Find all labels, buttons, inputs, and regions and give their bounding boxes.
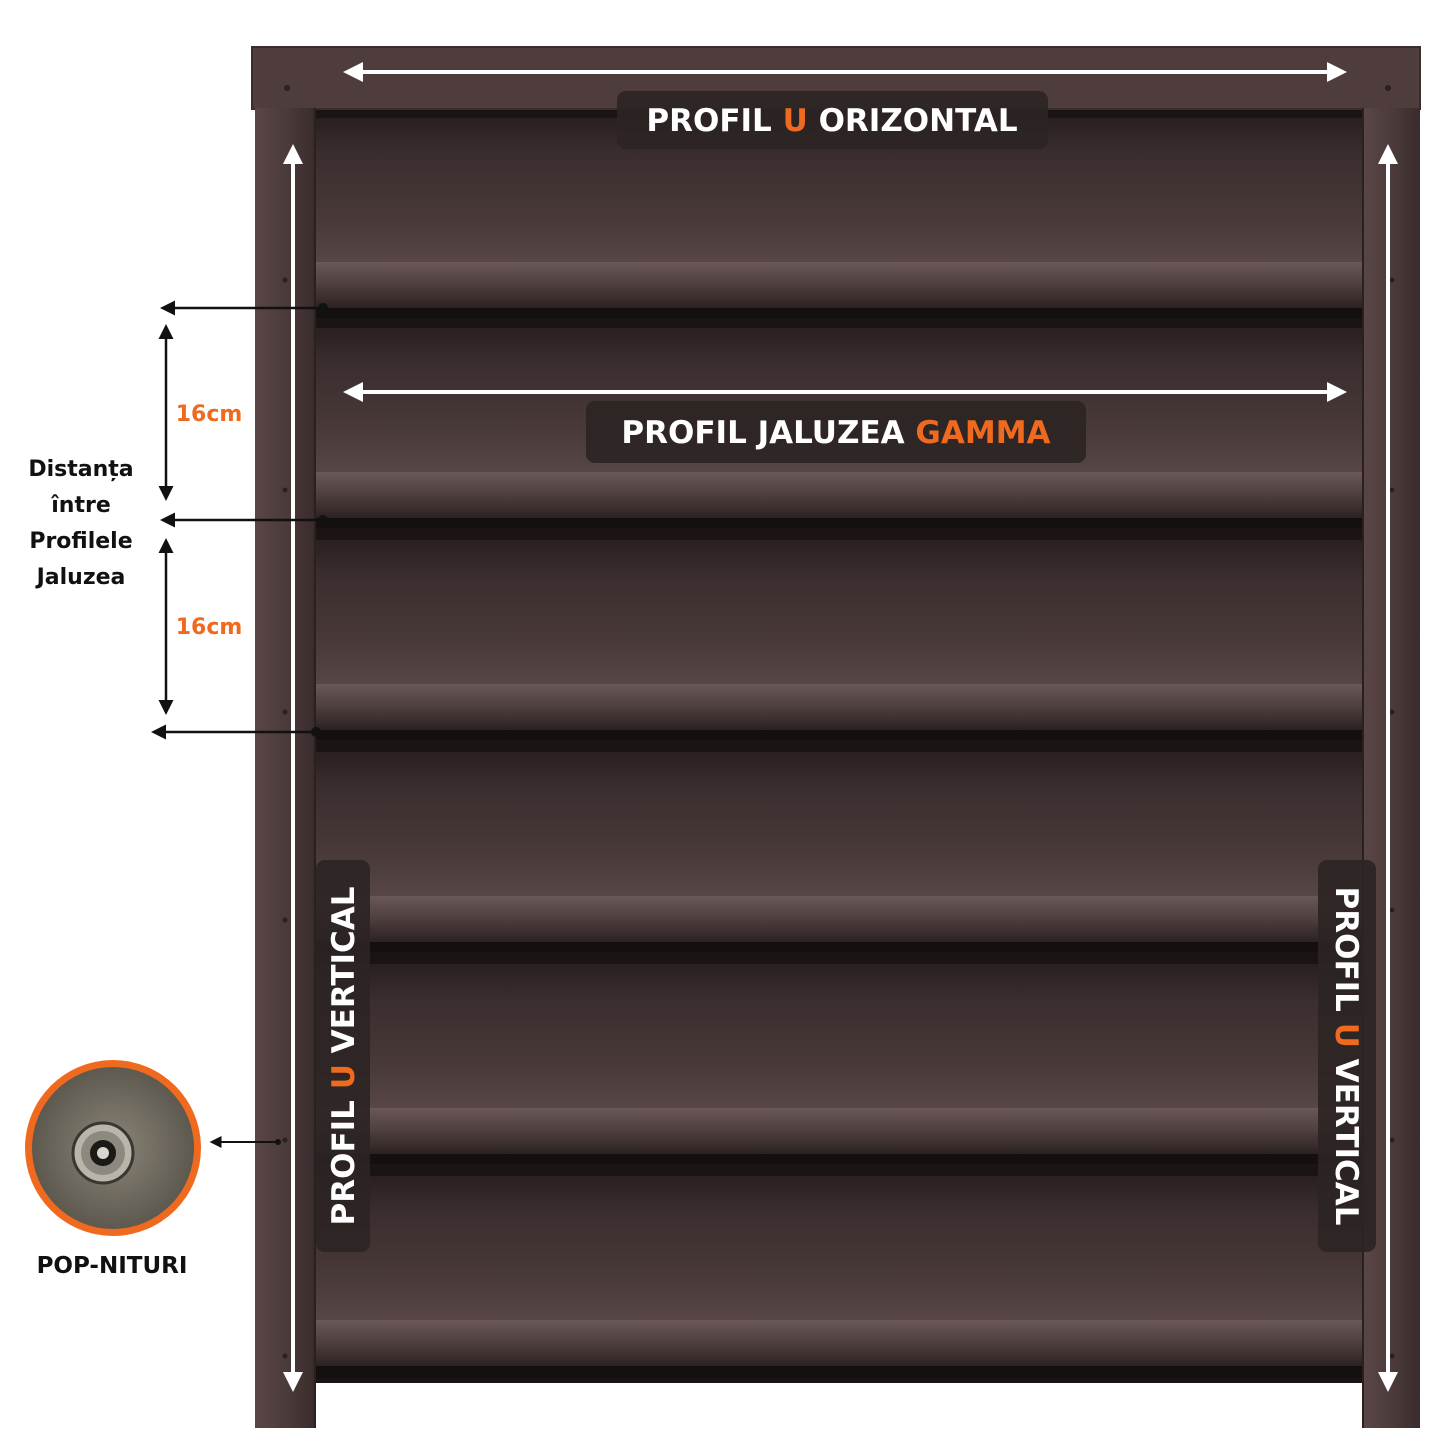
right-post-label-suffix: VERTICAL: [1328, 1048, 1364, 1226]
slat-label-prefix: PROFIL JALUZEA: [621, 415, 915, 451]
spacing-caption-line-1: Distanța: [28, 457, 133, 482]
left-post-label-accent: U: [326, 1064, 362, 1089]
slat-3: [315, 540, 1363, 740]
svg-text:PROFIL U ORIZONTAL: PROFIL U ORIZONTAL: [646, 103, 1017, 139]
rivet-caption: POP-NITURI: [37, 1253, 188, 1279]
spacing-caption: Distanța între Profilele Jaluzea: [28, 457, 133, 590]
rivet-detail: [25, 1060, 281, 1236]
left-post-label-suffix: VERTICAL: [326, 886, 362, 1064]
spacing-caption-line-2: între: [50, 493, 111, 518]
lower-spacing-value: 16cm: [176, 615, 243, 640]
left-post: [255, 108, 315, 1428]
spacing-caption-line-4: Jaluzea: [35, 565, 126, 590]
slat-label-accent: GAMMA: [915, 415, 1050, 451]
svg-text:PROFIL U VERTICAL: PROFIL U VERTICAL: [326, 886, 362, 1225]
svg-text:PROFIL U VERTICAL: PROFIL U VERTICAL: [1328, 886, 1364, 1225]
panel-back: [315, 108, 1363, 1383]
spacing-pointers: [151, 300, 328, 740]
top-rail-label: PROFIL U ORIZONTAL: [617, 91, 1048, 149]
right-post-label-accent: U: [1328, 1023, 1364, 1048]
slat-6: [315, 1176, 1363, 1378]
right-post-label: PROFIL U VERTICAL: [1318, 860, 1376, 1252]
right-post-label-prefix: PROFIL: [1328, 886, 1364, 1022]
upper-spacing-value: 16cm: [176, 402, 243, 427]
spacing-caption-line-3: Profilele: [29, 529, 132, 554]
top-rail-label-accent: U: [783, 103, 808, 139]
left-post-label-prefix: PROFIL: [326, 1089, 362, 1225]
svg-text:PROFIL JALUZEA GAMMA: PROFIL JALUZEA GAMMA: [621, 415, 1050, 451]
slat-5: [315, 964, 1363, 1164]
left-post-label: PROFIL U VERTICAL: [316, 860, 370, 1252]
rivet-icon: [71, 1121, 135, 1185]
slat-4: [315, 752, 1363, 952]
top-rail-label-prefix: PROFIL: [646, 103, 782, 139]
top-rail-label-suffix: ORIZONTAL: [808, 103, 1018, 139]
slat-label: PROFIL JALUZEA GAMMA: [586, 401, 1086, 463]
